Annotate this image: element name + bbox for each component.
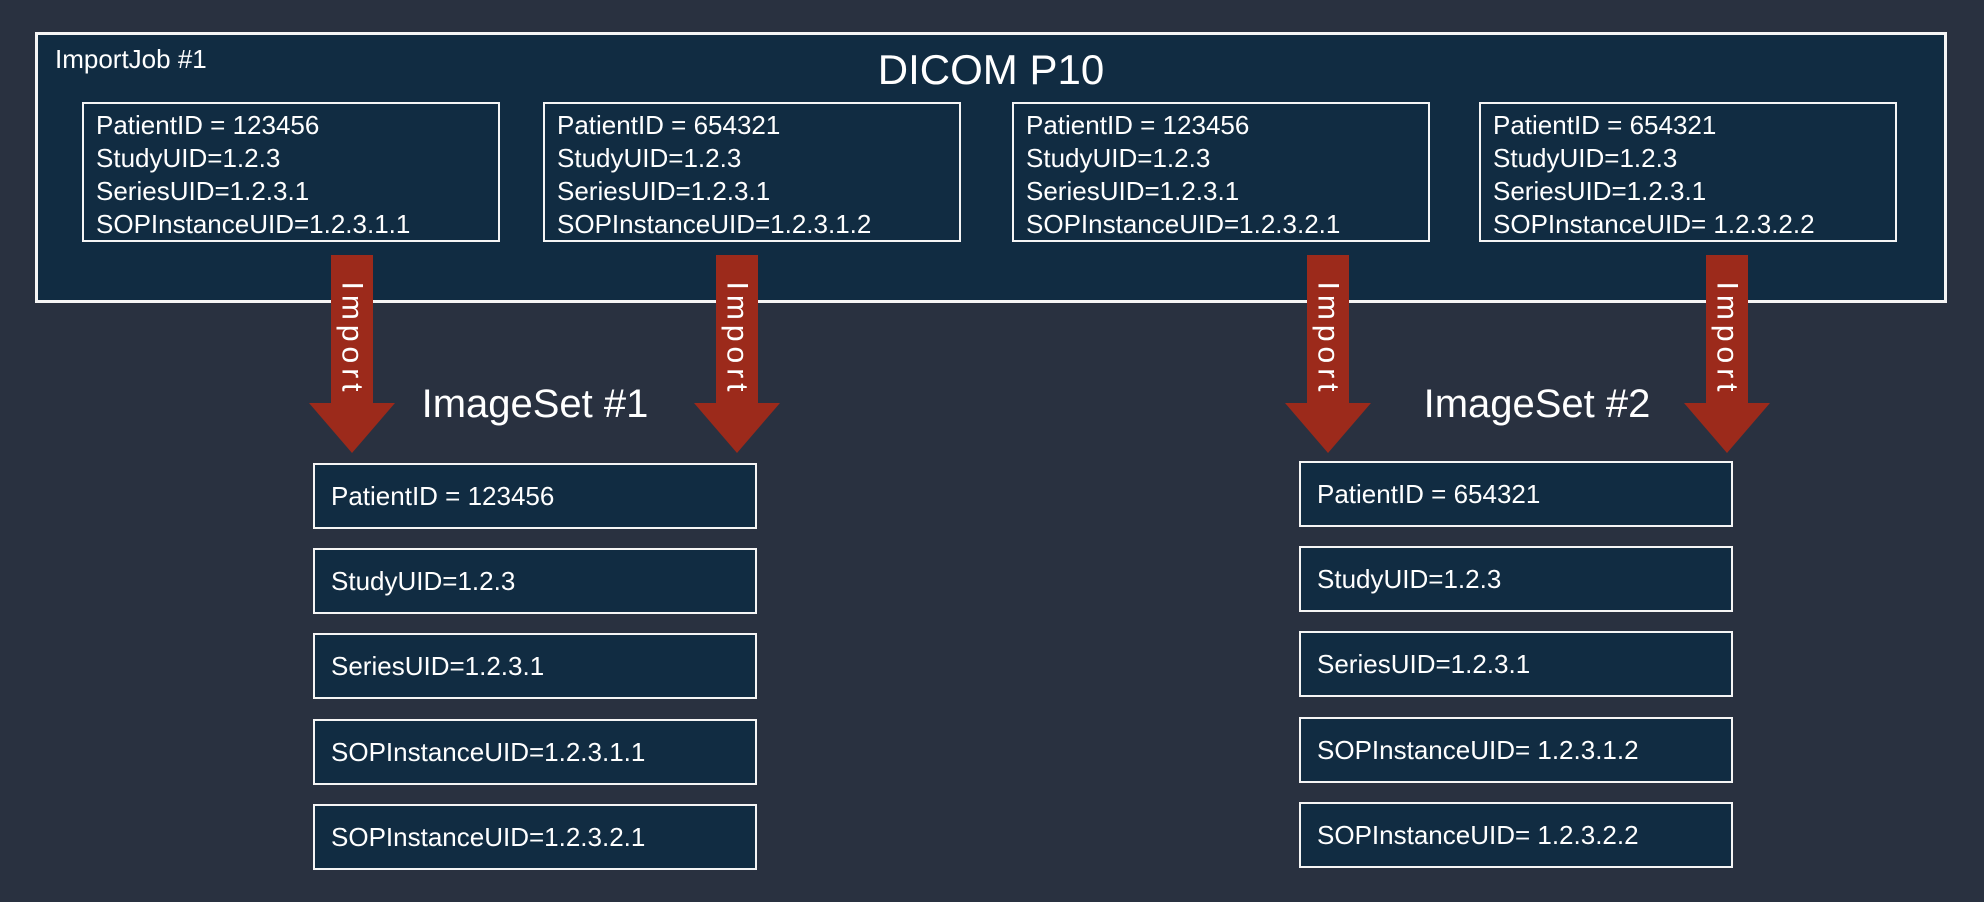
- dicom-attr-sop-instance: SOPInstanceUID=1.2.3.2.1: [1026, 209, 1341, 239]
- import-arrow-label: Import: [1710, 281, 1744, 397]
- down-arrow-shaft: [331, 255, 373, 405]
- down-arrow-shaft: [1706, 255, 1748, 405]
- down-arrow-shaft: [716, 255, 758, 405]
- dicom-attr-sop-instance: SOPInstanceUID= 1.2.3.2.2: [1493, 209, 1815, 239]
- dicom-attr-sop-instance: SOPInstanceUID=1.2.3.1.1: [96, 209, 411, 239]
- dicom-attr-series-uid: SeriesUID=1.2.3.1: [1493, 176, 1707, 206]
- import-job-label: ImportJob #1: [55, 44, 207, 74]
- dicom-attr-patient-id: PatientID = 654321: [557, 110, 781, 140]
- down-arrow-head-icon: [1684, 403, 1770, 453]
- dicom-attr-patient-id: PatientID = 123456: [96, 110, 320, 140]
- down-arrow-shaft: [1307, 255, 1349, 405]
- imageset-attribute-row: SOPInstanceUID= 1.2.3.2.2: [1299, 802, 1733, 868]
- dicom-attr-patient-id: PatientID = 123456: [1026, 110, 1250, 140]
- import-arrow-label: Import: [335, 281, 369, 397]
- dicom-file-card: PatientID = 654321 StudyUID=1.2.3 Series…: [1479, 102, 1897, 242]
- imageset-title: ImageSet #2: [1423, 382, 1651, 426]
- dicom-file-card: PatientID = 654321 StudyUID=1.2.3 Series…: [543, 102, 961, 242]
- imageset-title: ImageSet #1: [421, 382, 649, 426]
- dicom-p10-title: DICOM P10: [877, 46, 1105, 93]
- imageset-attribute-row: SOPInstanceUID=1.2.3.2.1: [313, 804, 757, 870]
- imageset-attribute-row: StudyUID=1.2.3: [1299, 546, 1733, 612]
- imageset-attribute-row: SOPInstanceUID= 1.2.3.1.2: [1299, 717, 1733, 783]
- dicom-attr-study-uid: StudyUID=1.2.3: [557, 143, 742, 173]
- down-arrow-head-icon: [1285, 403, 1371, 453]
- down-arrow-head-icon: [694, 403, 780, 453]
- dicom-attr-study-uid: StudyUID=1.2.3: [1493, 143, 1678, 173]
- dicom-attr-study-uid: StudyUID=1.2.3: [96, 143, 281, 173]
- imageset-attribute-row: PatientID = 123456: [313, 463, 757, 529]
- import-arrow-label: Import: [720, 281, 754, 397]
- imageset-attribute-row: SeriesUID=1.2.3.1: [1299, 631, 1733, 697]
- imageset-attribute-row: SeriesUID=1.2.3.1: [313, 633, 757, 699]
- dicom-attr-series-uid: SeriesUID=1.2.3.1: [1026, 176, 1240, 206]
- imageset-attribute-row: SOPInstanceUID=1.2.3.1.1: [313, 719, 757, 785]
- import-arrow-label: Import: [1311, 281, 1345, 397]
- dicom-file-card: PatientID = 123456 StudyUID=1.2.3 Series…: [1012, 102, 1430, 242]
- dicom-attr-study-uid: StudyUID=1.2.3: [1026, 143, 1211, 173]
- imageset-attribute-row: StudyUID=1.2.3: [313, 548, 757, 614]
- imageset-attribute-row: PatientID = 654321: [1299, 461, 1733, 527]
- dicom-attr-sop-instance: SOPInstanceUID=1.2.3.1.2: [557, 209, 872, 239]
- dicom-attr-patient-id: PatientID = 654321: [1493, 110, 1717, 140]
- down-arrow-head-icon: [309, 403, 395, 453]
- dicom-attr-series-uid: SeriesUID=1.2.3.1: [557, 176, 771, 206]
- dicom-attr-series-uid: SeriesUID=1.2.3.1: [96, 176, 310, 206]
- dicom-file-card: PatientID = 123456 StudyUID=1.2.3 Series…: [82, 102, 500, 242]
